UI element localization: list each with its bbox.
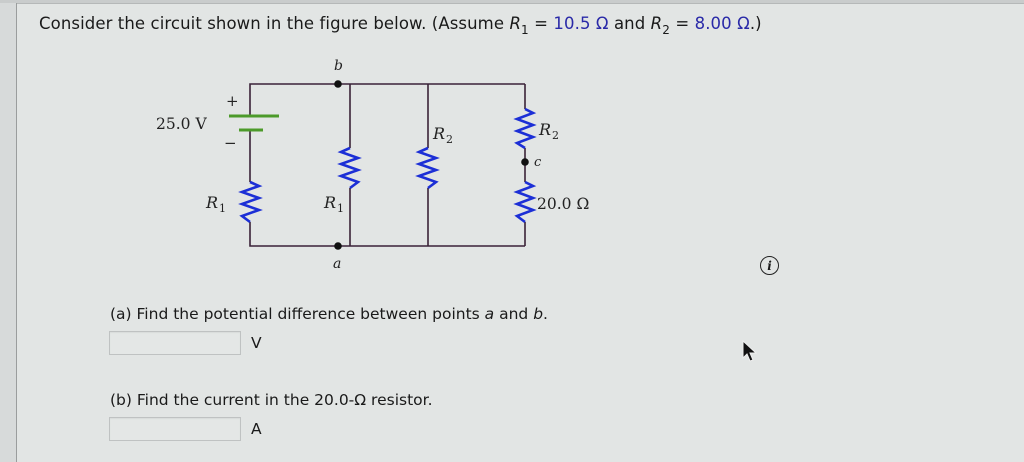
resistor-20ohm-icon — [513, 180, 537, 224]
node-b-dot — [334, 80, 342, 88]
node-a-label: a — [333, 256, 341, 272]
r2-value: 8.00 Ω — [694, 14, 750, 33]
and-text: and — [494, 305, 534, 323]
r2-subscript: 2 — [662, 23, 670, 37]
part-b-answer-input[interactable] — [109, 417, 241, 441]
subscript: 2 — [446, 133, 453, 146]
resistor-r2-middle-icon — [415, 146, 440, 190]
part-b-text: (b) Find the current in the 20.0-Ω resis… — [110, 391, 433, 409]
wires — [249, 83, 526, 247]
point-a: a — [484, 305, 495, 323]
part-a-unit: V — [251, 334, 262, 352]
r2-symbol: R — [650, 14, 663, 33]
top-border — [0, 0, 1024, 4]
question-panel — [17, 4, 1024, 462]
r1-symbol: R — [509, 14, 522, 33]
intro-text: Consider the circuit shown in the figure… — [39, 14, 510, 33]
equals-sign: = — [669, 14, 695, 33]
r1-subscript: 1 — [521, 23, 529, 37]
subscript: 1 — [219, 202, 226, 215]
battery-voltage-label: 25.0 V — [156, 115, 207, 133]
part-a-answer-input[interactable] — [109, 331, 241, 355]
close-paren: .) — [749, 14, 762, 33]
part-b-answer-row: A — [109, 417, 262, 441]
left-gutter — [0, 3, 17, 462]
resistor-r2-right-icon — [513, 107, 537, 150]
r1-value: 10.5 Ω — [553, 14, 609, 33]
resistor-r1-left-icon — [238, 180, 263, 224]
battery-plus-label: + — [226, 92, 239, 110]
part-b-question: (b) Find the current in the 20.0-Ω resis… — [110, 391, 433, 409]
subscript: 1 — [337, 202, 344, 215]
period: . — [543, 305, 548, 323]
point-b: b — [533, 305, 544, 323]
problem-statement: Consider the circuit shown in the figure… — [39, 14, 762, 37]
part-b-unit: A — [251, 420, 262, 438]
symbol: R — [323, 193, 336, 212]
r2-middle-label: R 2 — [432, 124, 453, 146]
and-text: and — [608, 14, 651, 33]
battery-minus-label: − — [224, 134, 237, 152]
battery-icon — [229, 114, 279, 132]
part-a-question: (a) Find the potential difference betwee… — [110, 305, 548, 323]
node-c-dot — [521, 158, 529, 166]
mouse-cursor-icon — [742, 340, 758, 362]
equals-sign: = — [528, 14, 554, 33]
node-c-label: c — [534, 155, 542, 170]
symbol: R — [538, 120, 551, 139]
resistor-r1-middle-icon — [337, 146, 362, 190]
resistor-20ohm-label: 20.0 Ω — [537, 195, 589, 213]
node-b-label: b — [334, 58, 343, 74]
subscript: 2 — [552, 129, 559, 142]
part-a-text: (a) Find the potential difference betwee… — [110, 305, 485, 323]
r1-left-label: R 1 — [205, 193, 226, 215]
r2-right-label: R 2 — [538, 120, 559, 142]
symbol: R — [205, 193, 218, 212]
part-a-answer-row: V — [109, 331, 262, 355]
symbol: R — [432, 124, 445, 143]
r1-middle-label: R 1 — [323, 193, 344, 215]
node-a-dot — [334, 242, 342, 250]
info-icon[interactable]: i — [760, 256, 779, 275]
